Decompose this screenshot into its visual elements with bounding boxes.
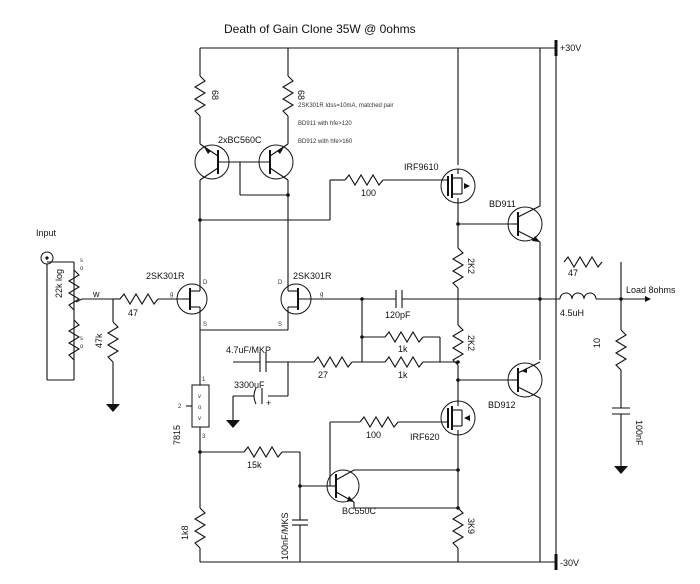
resistor-10-zobel-label: 10	[592, 338, 602, 348]
negative-rail-label: -30V	[560, 558, 579, 568]
reg-pin-2: 2	[178, 404, 182, 410]
pot-o-bot: o	[80, 344, 84, 350]
mosfet-irf620-label: IRF620	[410, 432, 440, 442]
jfet-left-drain-pin: D	[203, 280, 208, 286]
resistor-47k-label: 47k	[94, 333, 104, 348]
resistor-10-zobel[interactable]	[614, 329, 628, 371]
mosfet-irf9610[interactable]	[440, 168, 476, 204]
positive-rail	[200, 40, 558, 56]
resistor-47-zobel-label: 47	[568, 268, 578, 278]
positive-rail-label: +30V	[560, 43, 581, 53]
regulator-7815-label: 7815	[172, 425, 182, 445]
transistor-bd912-label: BD912	[488, 400, 516, 410]
resistor-68-right-label: 68	[296, 90, 306, 100]
resistor-2k2-bottom-label: 2K2	[466, 335, 476, 351]
capacitor-3300uf[interactable]	[253, 387, 263, 405]
resistor-27[interactable]	[313, 355, 353, 369]
resistor-100-gate-top[interactable]	[344, 173, 384, 187]
capacitor-100nf-zobel-label: 100nF	[634, 420, 644, 446]
resistor-1k-lower[interactable]	[384, 355, 424, 369]
mosfet-irf620[interactable]	[440, 400, 476, 436]
resistor-47k[interactable]	[106, 321, 120, 363]
jfet-left-source-pin: S	[203, 322, 207, 328]
jfet-right-gate-pin: g	[320, 292, 323, 298]
resistor-100-gate-top-label: 100	[361, 188, 376, 198]
schematic-title: Death of Gain Clone 35W @ 0ohms	[224, 22, 416, 36]
capacitor-3300uf-label: 3300uF	[234, 380, 265, 390]
jfet-right-source-pin: S	[278, 322, 282, 328]
resistor-1k8[interactable]	[193, 507, 207, 549]
resistor-68-left[interactable]	[193, 75, 207, 117]
volume-potentiometer[interactable]	[67, 262, 92, 380]
reg-pin-3: 3	[202, 434, 206, 440]
ground-symbol-input	[106, 404, 120, 412]
ground-symbol-output	[614, 466, 628, 474]
note-bd911-hfe: BD911 with hfe>120	[298, 121, 352, 127]
pnp-pair-label: 2xBC560C	[218, 135, 262, 145]
capacitor-120pf[interactable]	[395, 290, 403, 308]
resistor-27-label: 27	[318, 370, 328, 380]
jfet-left-label: 2SK301R	[146, 271, 185, 281]
jfet-right-drain-pin: D	[278, 280, 283, 286]
capacitor-4u7-mkp[interactable]	[259, 352, 267, 372]
mosfet-irf9610-label: IRF9610	[404, 162, 439, 172]
jfet-left-gate-pin: g	[170, 292, 173, 298]
resistor-1k-lower-label: 1k	[398, 370, 408, 380]
pot-o-top: o	[80, 266, 84, 272]
capacitor-100nf-mks-label: 100nF/MKS	[280, 512, 290, 560]
transistor-bd912[interactable]	[507, 361, 543, 399]
transistor-bd911-label: BD911	[489, 199, 516, 209]
resistor-3k9[interactable]	[451, 507, 465, 549]
reg-body-top: v	[198, 394, 201, 400]
capacitor-3300uf-plus: +	[266, 398, 271, 408]
jfet-right[interactable]	[280, 280, 318, 330]
transistor-bc550c[interactable]	[326, 469, 360, 503]
resistor-3k9-label: 3K9	[466, 518, 476, 534]
note-jfet-matching: 2SK301R Idss=10mA, matched pair	[298, 103, 394, 109]
note-bd912-hfe: BD912 with hfe>160	[298, 139, 353, 145]
resistor-47-zobel[interactable]	[563, 255, 603, 269]
resistor-15k-label: 15k	[247, 460, 262, 470]
resistor-47-input-label: 47	[128, 308, 138, 318]
pot-wiper-label: w	[92, 289, 100, 299]
reg-body-mid: o	[198, 405, 202, 411]
resistor-2k2-bottom[interactable]	[451, 324, 465, 366]
input-label: Input	[36, 228, 57, 238]
jfet-left[interactable]	[176, 280, 208, 330]
resistor-1k-upper-label: 1k	[398, 344, 408, 354]
resistor-1k8-label: 1k8	[180, 525, 190, 540]
capacitor-120pf-label: 120pF	[385, 310, 411, 320]
negative-rail	[200, 554, 558, 570]
resistor-68-left-label: 68	[210, 90, 220, 100]
jfet-right-label: 2SK301R	[293, 271, 332, 281]
ground-symbol-mid	[226, 420, 240, 428]
transistor-bc550c-label: BC550C	[342, 506, 377, 516]
resistor-15k[interactable]	[243, 445, 283, 459]
capacitor-4u7-label: 4.7uF/MKP	[226, 345, 271, 355]
resistor-1k-upper[interactable]	[384, 330, 424, 344]
resistor-68-right[interactable]	[281, 75, 295, 117]
pot-s-top: s	[80, 258, 83, 264]
reg-pin-1: 1	[202, 377, 206, 383]
reg-body-bot: v	[198, 416, 201, 422]
inductor-4u5h[interactable]	[559, 292, 597, 300]
resistor-100-gate-bottom-label: 100	[366, 430, 381, 440]
load-label: Load 8ohms	[626, 285, 676, 295]
resistor-2k2-top[interactable]	[451, 247, 465, 289]
pot-value-label: 22k log	[54, 269, 64, 298]
resistor-47-input[interactable]	[119, 292, 159, 306]
pot-s-bot: s	[80, 336, 83, 342]
inductor-4u5h-label: 4.5uH	[560, 308, 584, 318]
transistor-bd911[interactable]	[507, 205, 543, 243]
resistor-100-gate-bottom[interactable]	[359, 415, 399, 429]
resistor-2k2-top-label: 2K2	[466, 258, 476, 274]
capacitor-100nf-zobel[interactable]	[612, 407, 630, 415]
